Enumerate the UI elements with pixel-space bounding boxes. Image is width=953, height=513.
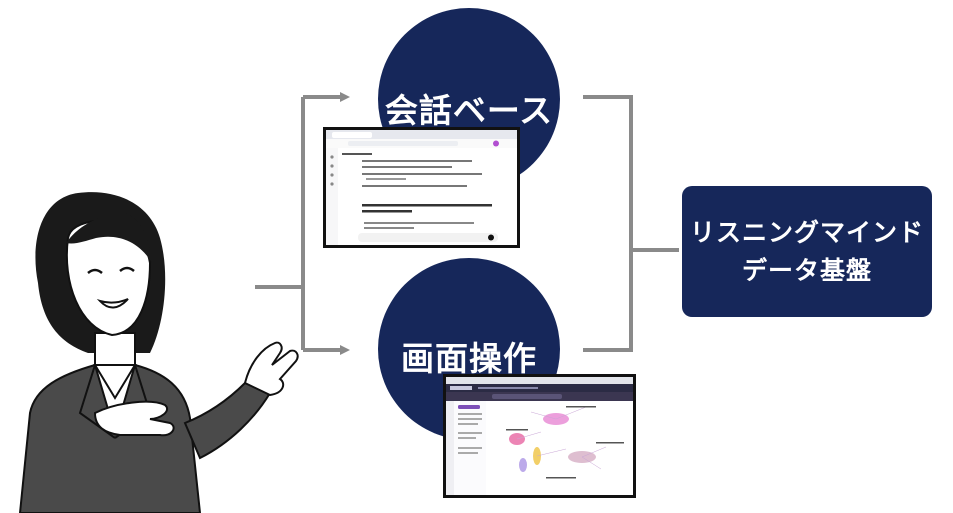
conversation-based-label: 会話ベース <box>384 91 554 130</box>
listeningmind-data-platform-node: リスニングマインド データ基盤 <box>682 186 932 317</box>
split-connector <box>255 97 305 350</box>
chat-screenshot <box>323 127 520 248</box>
result-label-line2: データ基盤 <box>741 255 872 285</box>
merge-bracket <box>583 95 679 352</box>
presenter-icon <box>18 192 299 513</box>
cluster-map-screenshot-icon <box>446 377 633 495</box>
chatgpt-conversation-screenshot-icon <box>326 130 517 245</box>
map-screenshot <box>443 374 636 498</box>
result-label-line1: リスニングマインド <box>689 217 924 247</box>
screen-operation-label: 画面操作 <box>401 339 537 378</box>
